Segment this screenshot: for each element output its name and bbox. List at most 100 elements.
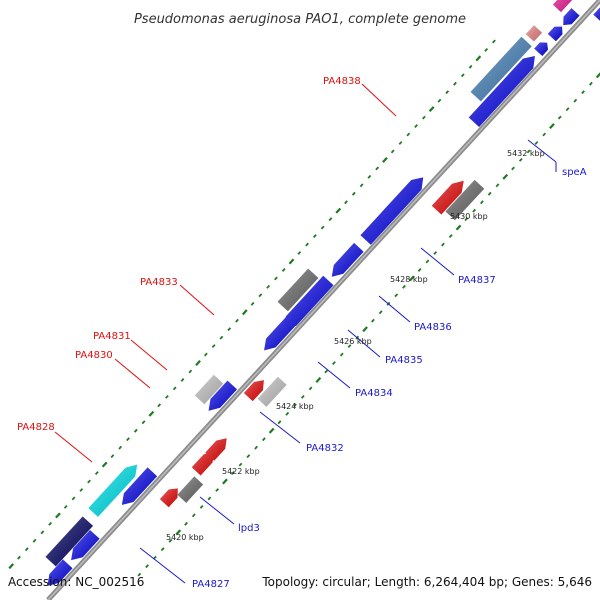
tick-dot-inner (55, 512, 61, 519)
tick-dot-outer (324, 369, 329, 374)
scale-label-5428: 5428 kbp (390, 275, 428, 284)
tick-dot-inner (266, 284, 271, 289)
tick-dot-outer (230, 471, 235, 476)
cds-pa4838-gray-shading (445, 179, 485, 221)
tick-dot-inner (219, 335, 224, 340)
tick-dot-inner (468, 64, 473, 69)
gene-label-pa4836[interactable]: PA4836 (414, 322, 452, 333)
tick-dot-inner (406, 132, 411, 137)
connector-spea (527, 139, 557, 163)
cds-pa4833-gray-shading (257, 376, 287, 407)
cds-pa4832-blue-shading (208, 380, 237, 411)
gene-label-pa4828[interactable]: PA4828 (17, 422, 55, 433)
tick-dot-outer (246, 454, 251, 459)
cds-pa4832-shading (194, 374, 224, 405)
map-title: Pseudomonas aeruginosa PAO1, complete ge… (134, 12, 466, 27)
cds-pa4836-shading (284, 275, 334, 329)
gene-label-pa4831[interactable]: PA4831 (93, 331, 131, 342)
cds-lpd3-shading (88, 464, 138, 517)
tick-dot-inner (79, 488, 84, 492)
gene-label-lpd3[interactable]: lpd3 (238, 523, 260, 534)
genome-backbone-highlight (47, 0, 600, 600)
tick-dot-inner (359, 183, 364, 188)
tick-dot-outer (534, 141, 539, 145)
tick-dot-outer (160, 547, 165, 552)
scale-label-5422: 5422 kbp (222, 467, 260, 476)
tick-dot-outer (378, 310, 383, 315)
cds-small-magenta-shading (552, 0, 573, 13)
cds-small-2-shading (547, 26, 563, 42)
tick-dot-inner (297, 251, 302, 255)
connector-pa4835 (347, 329, 381, 358)
tick-dot-outer (589, 81, 593, 86)
tick-dot-inner (390, 149, 395, 154)
tick-dot-inner (460, 73, 465, 78)
tick-dot-outer (268, 427, 275, 434)
tick-dot-inner (422, 115, 426, 120)
label-connectors: PA4827 lpd3 PA4832 PA4834 PA4835 PA4836 … (17, 76, 587, 590)
tick-dot-inner (328, 217, 333, 222)
cds-pa4827-shading (71, 530, 100, 561)
tick-dot-outer (347, 344, 352, 349)
tick-dot-inner (428, 106, 435, 113)
cds-pa4833-shading (243, 380, 264, 402)
connector-pa4838 (361, 83, 397, 117)
tick-dot-outer (184, 521, 188, 526)
tick-dot-inner (172, 386, 177, 391)
cds-pa4835-shading (277, 268, 319, 312)
cds-pa4836b-shading (331, 242, 364, 277)
tick-dot-inner (382, 156, 388, 163)
cds-pa4838-shading (431, 180, 464, 215)
tick-dot-inner (157, 403, 162, 408)
topology-summary: Topology: circular; Length: 6,264,404 bp… (261, 575, 592, 589)
tick-dot-outer (448, 234, 453, 239)
connector-pa4833 (179, 284, 215, 316)
tick-dot-inner (235, 318, 239, 323)
tick-dot-outer (207, 496, 212, 501)
tick-marks (8, 39, 600, 577)
connector-pa4836 (378, 295, 411, 323)
cds-pa4839-shading (468, 56, 535, 127)
tick-dot-outer (339, 352, 344, 357)
tick-dot-inner (40, 530, 45, 535)
cds-small-1-shading (534, 42, 548, 56)
gene-label-pa4838[interactable]: PA4838 (323, 76, 361, 87)
gene-label-spea[interactable]: speA (562, 167, 587, 178)
tick-dot-outer (480, 200, 484, 205)
cds-spea-shading (470, 36, 532, 102)
connector-lpd3 (199, 496, 235, 525)
gene-label-pa4837[interactable]: PA4837 (458, 275, 496, 286)
tick-dot-outer (308, 386, 313, 391)
gene-label-pa4833[interactable]: PA4833 (140, 277, 178, 288)
tick-dot-inner (203, 352, 208, 357)
gene-label-pa4827[interactable]: PA4827 (192, 579, 230, 590)
tick-dot-outer (581, 90, 585, 95)
tick-dot-outer (168, 538, 173, 543)
cds-small-pink-shading (525, 25, 543, 42)
connector-pa4834 (317, 361, 351, 389)
tick-dot-inner (320, 225, 325, 230)
gene-label-pa4832[interactable]: PA4832 (306, 443, 344, 454)
gene-label-pa4834[interactable]: PA4834 (355, 388, 393, 399)
connector-pa4831 (130, 339, 168, 371)
tick-dot-inner (398, 141, 403, 145)
cds-pa4830-shading (191, 451, 215, 476)
tick-dot-inner (188, 369, 193, 374)
tick-dot-inner (241, 309, 248, 316)
cds-small-5-shading (593, 7, 600, 21)
tick-dot-outer (502, 173, 509, 180)
tick-dot-outer (511, 166, 515, 171)
tick-dot-outer (293, 403, 297, 408)
tick-dot-outer (573, 98, 578, 103)
tick-dot-outer (191, 513, 196, 518)
tick-dot-outer (362, 326, 368, 333)
gene-label-pa4830[interactable]: PA4830 (75, 350, 113, 361)
gene-label-pa4835[interactable]: PA4835 (385, 355, 423, 366)
tick-dot-inner (274, 276, 278, 281)
connector-pa4827 (139, 547, 186, 584)
scale-label-5432: 5432 kbp (507, 149, 545, 158)
cds-lpd3-partner-shading (121, 467, 158, 505)
tick-dot-inner (165, 394, 169, 399)
tick-dot-inner (312, 234, 317, 239)
tick-dot-inner (63, 504, 68, 509)
